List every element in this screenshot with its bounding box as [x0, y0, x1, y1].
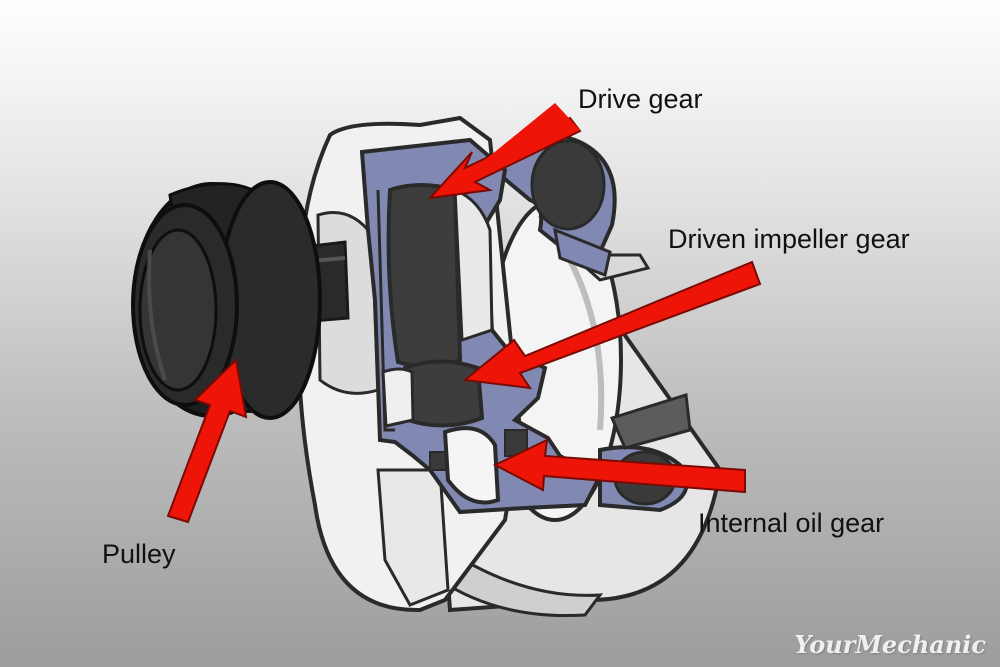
label-drive-gear: Drive gear — [578, 84, 703, 114]
label-internal-oil-gear: Internal oil gear — [698, 508, 885, 538]
watermark-logo: YourMechanic — [794, 630, 986, 659]
inlet-pipe — [497, 132, 651, 282]
pulley — [131, 180, 322, 420]
driven-impeller-gear — [381, 359, 485, 428]
arrow-drive-gear — [427, 103, 582, 200]
internal-oil-gear — [442, 426, 501, 505]
arrow-internal-oil-gear — [492, 438, 746, 494]
label-driven-impeller-gear: Driven impeller gear — [668, 224, 910, 254]
arrow-driven-impeller-gear — [462, 260, 762, 390]
arrow-pulley — [166, 357, 248, 524]
label-pulley: Pulley — [102, 539, 176, 569]
